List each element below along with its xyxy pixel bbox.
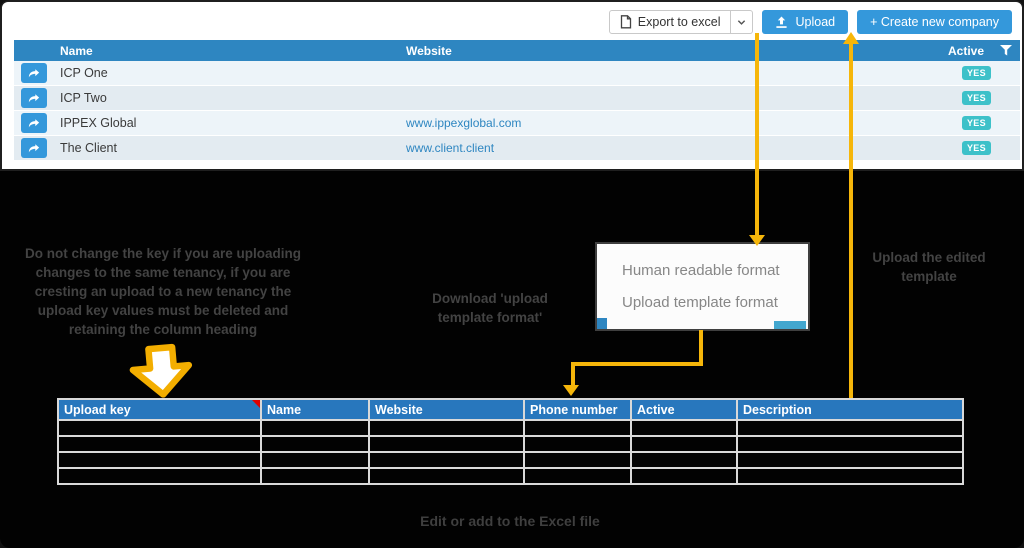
arrowhead-down-icon [563, 385, 579, 396]
toolbar: Export to excel Upload + Create new comp… [608, 10, 1012, 34]
excel-cell [368, 467, 525, 485]
menu-item-human-readable[interactable]: Human readable format [622, 261, 780, 279]
excel-header-name: Name [260, 398, 370, 421]
table-header: Name Website Active [14, 40, 1020, 61]
excel-cell [57, 419, 262, 437]
table-row[interactable]: IPPEX Global www.ippexglobal.com YES [14, 111, 1020, 136]
menu-background-fragment [597, 318, 607, 329]
excel-cell [523, 467, 632, 485]
column-header-name: Name [60, 43, 93, 58]
excel-header-row: Upload key Name Website Phone number Act… [57, 398, 964, 421]
column-header-website: Website [406, 43, 452, 58]
share-arrow-icon [28, 68, 40, 77]
excel-template-table: Upload key Name Website Phone number Act… [57, 398, 964, 485]
connector-menu-to-excel [571, 362, 575, 385]
app-screenshot-panel: Export to excel Upload + Create new comp… [0, 0, 1024, 171]
excel-cell [523, 451, 632, 469]
excel-cell [260, 451, 370, 469]
download-template-note: Download 'upload template format' [432, 291, 548, 325]
excel-cell [523, 435, 632, 453]
excel-header-phone: Phone number [523, 398, 632, 421]
excel-header-upload-key: Upload key [57, 398, 262, 421]
connector-export-to-menu [755, 33, 759, 235]
excel-empty-row [57, 451, 964, 469]
excel-cell [736, 419, 964, 437]
active-badge: YES [962, 141, 991, 155]
company-name: ICP One [60, 66, 108, 80]
arrowhead-up-icon [843, 32, 859, 44]
share-arrow-icon [28, 93, 40, 102]
company-website[interactable]: www.ippexglobal.com [406, 116, 522, 130]
excel-cell [57, 467, 262, 485]
active-badge: YES [962, 116, 991, 130]
row-open-button[interactable] [21, 63, 47, 83]
upload-icon [776, 15, 788, 28]
excel-header-label: Upload key [64, 402, 131, 417]
excel-cell [736, 435, 964, 453]
excel-cell [57, 435, 262, 453]
table-row[interactable]: ICP One YES [14, 61, 1020, 86]
excel-cell [736, 467, 964, 485]
excel-cell [736, 451, 964, 469]
excel-empty-row [57, 467, 964, 485]
upload-label: Upload [795, 15, 836, 29]
file-icon [620, 15, 631, 29]
column-header-active: Active [944, 44, 1020, 58]
excel-cell [368, 451, 525, 469]
excel-empty-row [57, 419, 964, 437]
export-label: Export to excel [637, 15, 721, 29]
table-row[interactable]: The Client www.client.client YES [14, 136, 1020, 161]
format-dropdown-menu: Human readable format Upload template fo… [595, 242, 810, 331]
excel-cell [630, 435, 738, 453]
company-name: The Client [60, 141, 117, 155]
upload-button[interactable]: Upload [762, 10, 849, 34]
row-open-button[interactable] [21, 113, 47, 133]
upload-template-note: Upload the edited template [872, 250, 986, 284]
excel-cell [630, 451, 738, 469]
edit-excel-caption: Edit or add to the Excel file [420, 513, 600, 529]
menu-item-upload-template[interactable]: Upload template format [622, 293, 778, 311]
row-open-button[interactable] [21, 88, 47, 108]
excel-cell [630, 419, 738, 437]
companies-table: Name Website Active ICP One YES [14, 40, 1020, 161]
arrowhead-down-icon [749, 235, 765, 246]
export-split-button: Export to excel [608, 10, 754, 34]
create-company-button[interactable]: + Create new company [857, 10, 1012, 34]
excel-cell [368, 435, 525, 453]
company-name: IPPEX Global [60, 116, 137, 130]
connector-menu-to-excel [699, 330, 703, 366]
filter-icon[interactable] [1000, 45, 1012, 56]
connector-menu-to-excel [571, 362, 703, 366]
company-website[interactable]: www.client.client [406, 141, 495, 155]
excel-cell [260, 435, 370, 453]
chevron-down-icon [738, 19, 746, 25]
excel-header-website: Website [368, 398, 525, 421]
excel-cell [260, 419, 370, 437]
active-header-label: Active [948, 43, 985, 58]
active-badge: YES [962, 91, 991, 105]
active-badge: YES [962, 66, 991, 80]
share-arrow-icon [28, 118, 40, 127]
big-down-arrow-icon [129, 343, 193, 398]
company-name: ICP Two [60, 91, 107, 105]
excel-cell [57, 451, 262, 469]
excel-empty-row [57, 435, 964, 453]
row-open-button[interactable] [21, 138, 47, 158]
excel-cell [368, 419, 525, 437]
excel-header-active: Active [630, 398, 738, 421]
comment-marker-icon [252, 400, 260, 408]
connector-upload-to-table [849, 44, 853, 398]
excel-cell [630, 467, 738, 485]
excel-cell [260, 467, 370, 485]
excel-header-description: Description [736, 398, 964, 421]
create-company-label: + Create new company [870, 15, 999, 29]
menu-background-fragment [774, 321, 806, 329]
export-dropdown-toggle[interactable] [731, 10, 754, 34]
excel-cell [523, 419, 632, 437]
export-to-excel-button[interactable]: Export to excel [608, 10, 732, 34]
share-arrow-icon [28, 143, 40, 152]
left-key-note: Do not change the key if you are uploadi… [24, 246, 302, 337]
table-row[interactable]: ICP Two YES [14, 86, 1020, 111]
